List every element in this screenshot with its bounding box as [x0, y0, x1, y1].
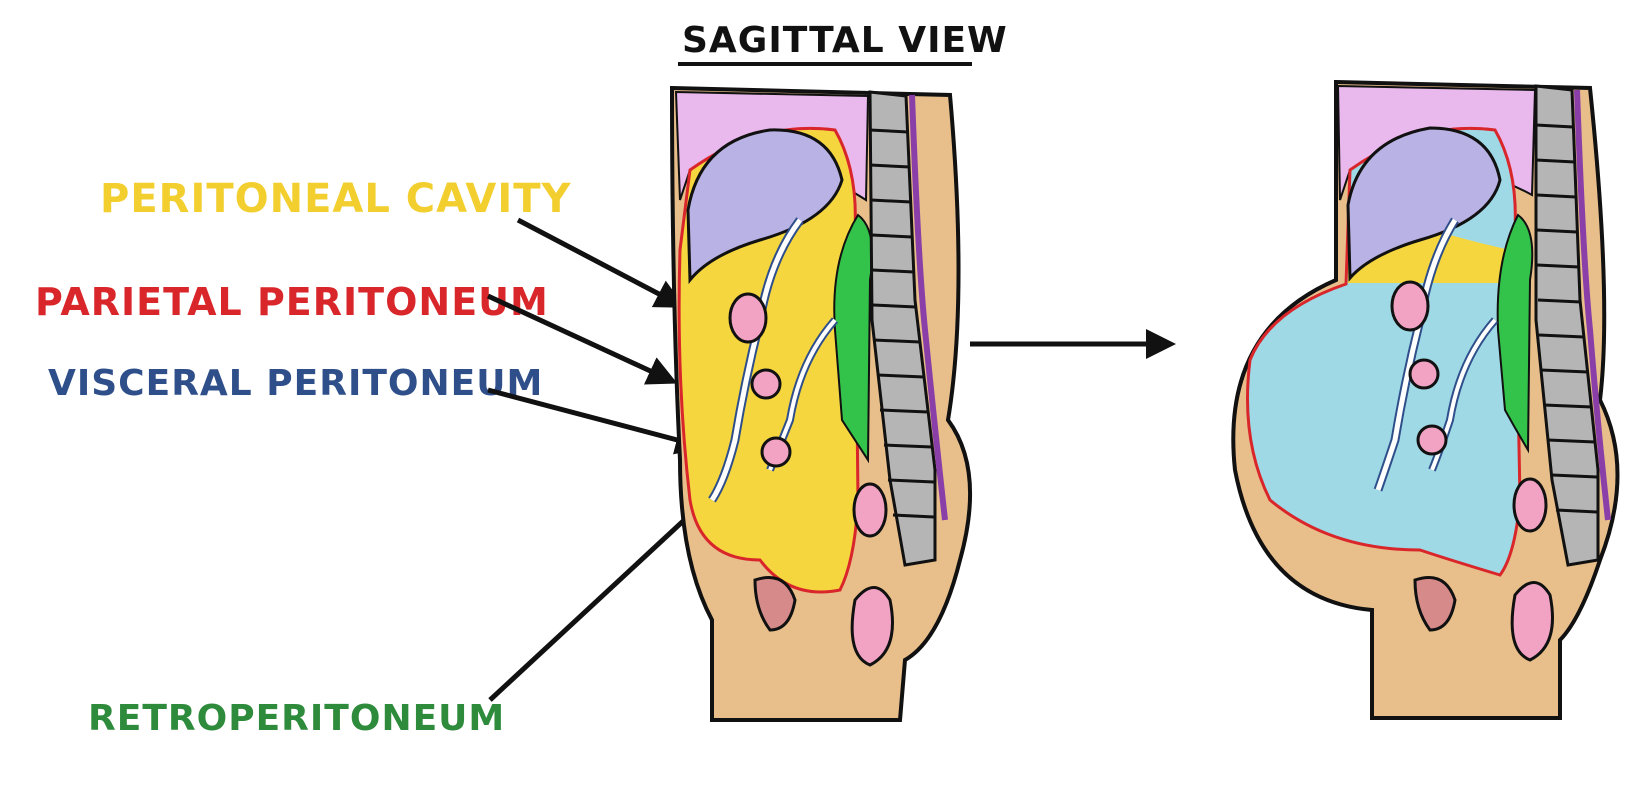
- ascites-abdomen-section: [1233, 82, 1617, 718]
- organ-1: [730, 294, 766, 342]
- organ-3: [762, 438, 790, 466]
- pelvic-organ-1-ascites: [1514, 479, 1546, 531]
- pelvic-organ-1: [854, 484, 886, 536]
- normal-abdomen-section: [672, 88, 970, 720]
- organ-2: [752, 370, 780, 398]
- label-parietal-peritoneum: PARIETAL PERITONEUM: [35, 280, 549, 324]
- organ-3-ascites: [1418, 426, 1446, 454]
- arrow-visceral-peritoneum: [488, 390, 700, 446]
- label-peritoneal-cavity: PERITONEAL CAVITY: [100, 176, 572, 222]
- diagram-title: SAGITTAL VIEW: [682, 20, 1008, 61]
- label-visceral-peritoneum: VISCERAL PERITONEUM: [48, 363, 543, 404]
- organ-1-ascites: [1392, 282, 1428, 330]
- organ-2-ascites: [1410, 360, 1438, 388]
- label-retroperitoneum: RETROPERITONEUM: [88, 698, 505, 739]
